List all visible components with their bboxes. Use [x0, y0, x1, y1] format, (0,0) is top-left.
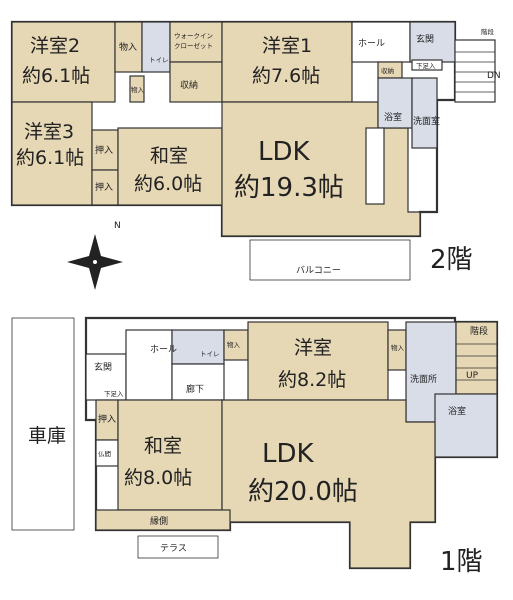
- garage: [11, 317, 75, 531]
- japanese-2f-size: 約6.0帖: [134, 173, 202, 195]
- toilet-2f-label: トイレ: [149, 56, 169, 64]
- western-1-size: 約7.6帖: [252, 65, 320, 87]
- stairs-down-label: DN: [487, 71, 501, 81]
- hall-2f-label: ホール: [358, 38, 385, 49]
- shoe-box-2f: [411, 59, 443, 71]
- floor-2-plan: 洋室2 約6.1帖 物入 トイレ ウォークイン クローゼット 収納 洋室1 約7…: [10, 20, 501, 281]
- toilet-1f-label: トイレ: [200, 350, 220, 358]
- shoe-box-1f-label: 下足入: [104, 390, 124, 398]
- stairs-2f-label: 階段: [481, 27, 495, 36]
- ldk-1f-size: 約20.0帖: [248, 477, 358, 507]
- oshiire-2f-b-label: 押入: [95, 181, 113, 193]
- stairs-1f-label: 階段: [470, 325, 488, 337]
- ldk-1f-name: LDK: [262, 439, 315, 469]
- western-1f-size: 約8.2帖: [278, 369, 346, 391]
- engawa-1f: [95, 509, 231, 531]
- hall-1f-label: ホール: [150, 344, 177, 355]
- closet-small-2f: [129, 75, 145, 103]
- western-1f-name: 洋室: [294, 337, 332, 359]
- room-western-1f: [247, 321, 389, 401]
- balcony-2f: [249, 239, 411, 281]
- engawa-label: 縁側: [150, 515, 168, 527]
- entrance-2f-label: 玄関: [416, 33, 434, 45]
- bath-1f: [434, 393, 498, 458]
- compass-north-label: N: [114, 221, 121, 231]
- japanese-2f-name: 和室: [150, 145, 188, 167]
- western-2-name: 洋室2: [30, 35, 80, 57]
- storage-2f-label: 収納: [180, 79, 198, 91]
- floor-2-label: 2階: [430, 245, 473, 275]
- room-japanese-1f: [117, 399, 223, 511]
- butsudan-label: 仏間: [98, 450, 111, 458]
- stairs-2f-steps: [455, 51, 495, 93]
- western-2-size: 約6.1帖: [22, 65, 90, 87]
- stairs-up-label: UP: [466, 371, 479, 381]
- terrace-1f: [137, 535, 219, 559]
- room-western-2: [11, 21, 116, 103]
- oshiire-1f-label: 押入: [98, 413, 116, 425]
- closet-1f-a-label: 物入: [227, 340, 241, 349]
- closet-1f-a: [223, 329, 249, 361]
- hall-2f: [351, 21, 411, 63]
- washroom-2f-label: 洗面室: [413, 115, 440, 127]
- room-western-3: [11, 101, 93, 206]
- balcony-label: バルコニー: [296, 265, 341, 276]
- washroom-2f: [411, 77, 438, 149]
- corridor-1f: [171, 363, 225, 401]
- floor-1-plan: 車庫 玄関 下足入 ホール トイレ 廊下 物入 洋室 約8.2帖 物入 階段 U…: [11, 316, 499, 577]
- terrace-label: テラス: [160, 543, 187, 554]
- oshiire-2f-a-label: 押入: [95, 144, 113, 156]
- ldk-2f-name: LDK: [258, 137, 311, 167]
- north-compass: [67, 234, 123, 290]
- kitchen-counter-2f: [365, 127, 385, 205]
- western-3-name: 洋室3: [24, 121, 74, 143]
- closet-1f-b-label: 物入: [391, 343, 405, 352]
- bath-1f-label: 浴室: [448, 405, 466, 417]
- storage-2f: [169, 61, 223, 103]
- japanese-1f-name: 和室: [144, 435, 182, 457]
- hall-1f: [125, 329, 173, 401]
- stairs-1f: [455, 321, 498, 395]
- walkin-label-1: ウォークイン: [174, 32, 213, 40]
- ldk-2f-size: 約19.3帖: [234, 173, 344, 203]
- floor-1-label: 1階: [440, 547, 483, 577]
- walkin-label-2: クローゼット: [174, 41, 213, 50]
- bath-2f-label: 浴室: [384, 111, 402, 123]
- western-1-name: 洋室1: [262, 35, 312, 57]
- oshiire-2f-a: [91, 129, 119, 171]
- japanese-1f-size: 約8.0帖: [124, 467, 192, 489]
- stairs-1f-steps: [456, 343, 497, 381]
- toilet-2f: [141, 21, 171, 73]
- corridor-label: 廊下: [186, 383, 204, 395]
- entrance-1f-label: 玄関: [94, 361, 112, 373]
- closet-a-label: 物入: [119, 41, 137, 53]
- room-japanese-2f: [117, 127, 223, 206]
- garage-label: 車庫: [28, 425, 66, 447]
- washroom-1f-label: 洗面所: [410, 373, 437, 385]
- closet-b-label: 物入: [131, 85, 145, 94]
- room-western-1: [221, 21, 353, 103]
- storage-small-2f-label: 収納: [381, 66, 394, 75]
- room-ldk-1f: [221, 399, 436, 569]
- shoe-box-2f-label: 下足入: [416, 62, 436, 70]
- toilet-1f: [171, 329, 225, 365]
- western-3-size: 約6.1帖: [16, 147, 84, 169]
